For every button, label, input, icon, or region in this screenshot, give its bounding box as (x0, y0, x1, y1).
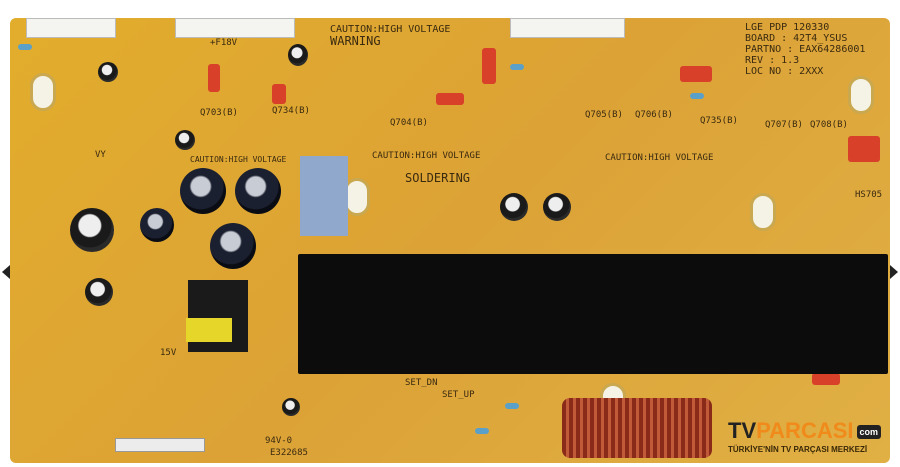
board-info-line: BOARD : 42T4_YSUS (745, 33, 848, 44)
caution-label: CAUTION:HIGH VOLTAGE (330, 24, 451, 35)
diode (475, 428, 489, 434)
q703-label: Q703(B) (200, 108, 238, 118)
heatsink (298, 254, 888, 374)
q704-label: Q704(B) (390, 118, 428, 128)
logo-tv: TV (728, 418, 757, 443)
q705-label: Q705(B) (585, 110, 623, 120)
board-info-line: LGE PDP 120330 (745, 22, 830, 33)
diode (690, 93, 704, 99)
pcb-board: CAUTION:HIGH VOLTAGE WARNING +F18V LGE P… (10, 18, 890, 463)
mounting-hole (848, 76, 874, 114)
caution-label: CAUTION:HIGH VOLTAGE (605, 153, 714, 163)
capacitor (288, 44, 308, 66)
set-up-label: SET_UP (442, 390, 475, 400)
capacitor (98, 62, 118, 82)
transformer (300, 156, 348, 236)
film-capacitor (436, 93, 464, 105)
board-info-line: PARTNO : EAX64286001 (745, 44, 866, 55)
mounting-hole (30, 73, 56, 111)
set-dn-label: SET_DN (405, 378, 438, 388)
caution-label: CAUTION:HIGH VOLTAGE (190, 155, 287, 164)
capacitor (175, 130, 195, 150)
voltage-label: 15V (160, 348, 177, 358)
q734-label: Q734(B) (272, 106, 310, 116)
diode (18, 44, 32, 50)
capacitor (543, 193, 571, 221)
ul-number: E322685 (270, 448, 308, 458)
f18v-label: +F18V (210, 38, 238, 48)
q735-label: Q735(B) (700, 116, 738, 126)
connector-top (175, 18, 295, 38)
left-arrow-icon (2, 265, 10, 279)
mounting-hole (750, 193, 776, 231)
capacitor (210, 223, 256, 269)
board-info-line: LOC NO : 2XXX (745, 66, 824, 77)
hs705-label: HS705 (855, 190, 883, 200)
capacitor (70, 208, 114, 252)
diode (505, 403, 519, 409)
capacitor (180, 168, 226, 214)
q706-label: Q706(B) (635, 110, 673, 120)
logo-tagline: TÜRKİYE'NİN TV PARÇASI MERKEZİ (728, 445, 868, 455)
board-info-line: REV : 1.3 (745, 55, 800, 66)
capacitor (140, 208, 174, 242)
capacitor (500, 193, 528, 221)
film-capacitor (482, 48, 496, 84)
capacitor (85, 278, 113, 306)
warning-label: WARNING (330, 34, 381, 48)
capacitor (235, 168, 281, 214)
vy-label: VY (95, 150, 106, 160)
film-capacitor (812, 373, 840, 385)
caution-label: CAUTION:HIGH VOLTAGE (372, 151, 481, 161)
soldering-label: SOLDERING (405, 171, 471, 185)
film-capacitor (680, 66, 712, 82)
coil (562, 398, 712, 458)
connector-bottom (115, 438, 205, 452)
film-capacitor (208, 64, 220, 92)
logo-parcasi: PARCASI (756, 418, 854, 443)
q708-label: Q708(B) (810, 120, 848, 130)
diode (510, 64, 524, 70)
board-info: LGE PDP 120330 BOARD : 42T4_YSUS PARTNO … (745, 22, 865, 77)
right-arrow-icon (890, 265, 898, 279)
film-capacitor (272, 84, 286, 104)
connector-top-left (26, 18, 116, 38)
logo-com: com (856, 425, 882, 440)
capacitor (282, 398, 300, 416)
q707-label: Q707(B) (765, 120, 803, 130)
inductor-label (186, 318, 232, 342)
ul-code: 94V-0 (265, 436, 293, 446)
film-capacitor (848, 136, 880, 162)
connector-top-right (510, 18, 625, 38)
